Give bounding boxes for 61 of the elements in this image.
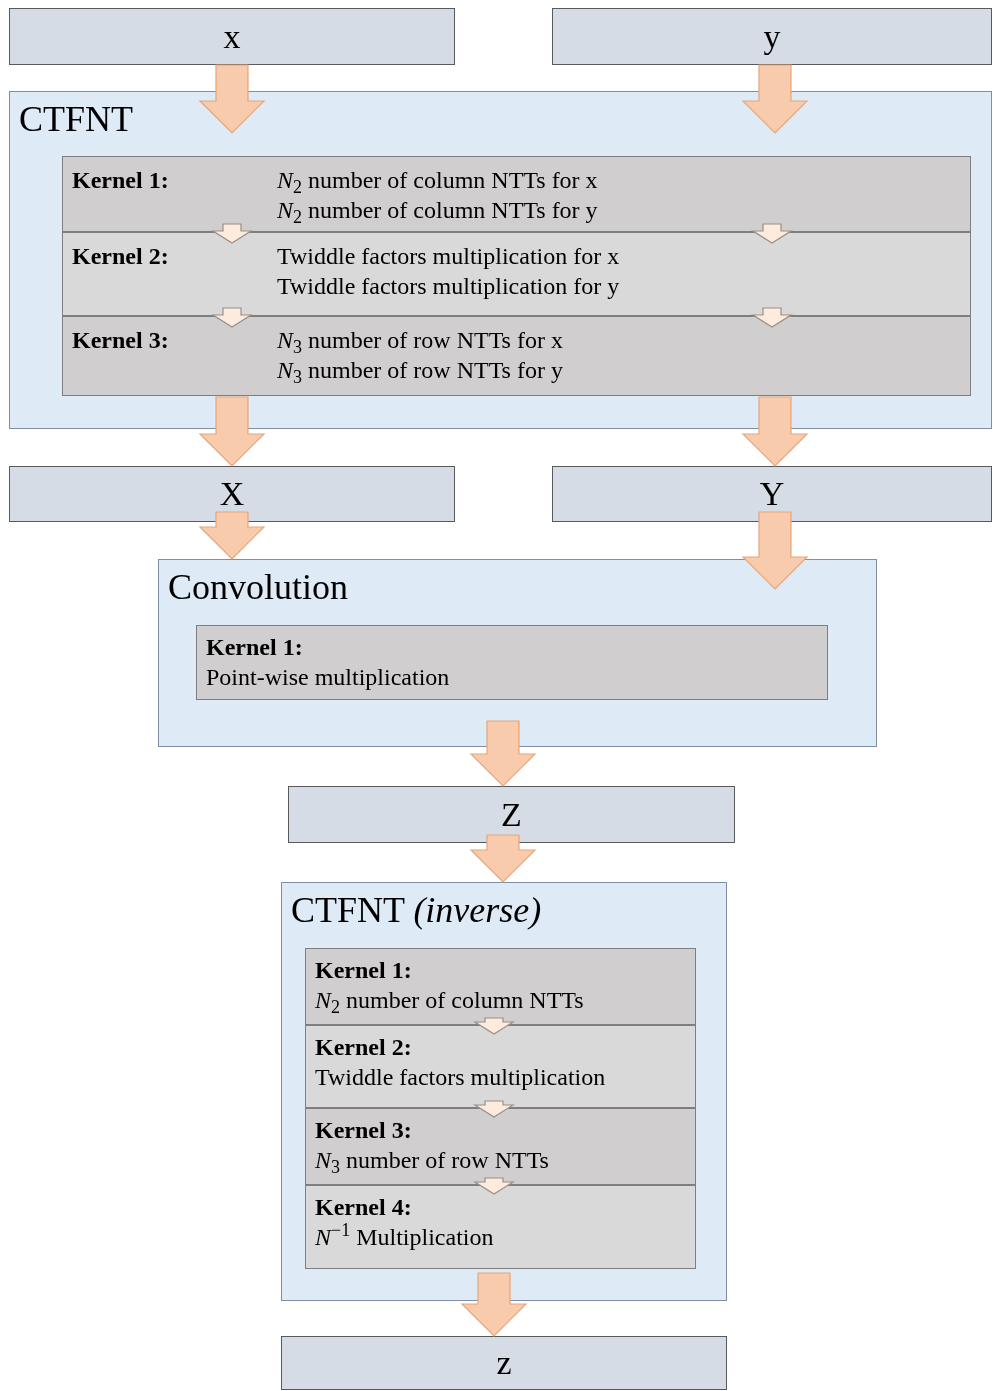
stage-panel — [158, 559, 877, 747]
block-arrow — [472, 1177, 516, 1195]
kernel-label: Kernel 3: — [72, 326, 170, 355]
data-label: x — [223, 19, 241, 54]
kernel-row — [305, 948, 696, 1025]
block-arrow — [472, 1017, 516, 1035]
kernel-row — [62, 232, 971, 316]
block-arrow — [198, 64, 266, 134]
stage-panel — [9, 91, 992, 429]
stage-title: CTFNT (inverse) — [291, 889, 542, 932]
kernel-label: Kernel 4: — [315, 1193, 413, 1222]
block-arrow — [469, 834, 537, 883]
block-arrow — [750, 223, 794, 244]
kernel-description: N$_{3}$ number of row NTTs for x — [277, 326, 563, 355]
kernel-row — [196, 625, 828, 700]
kernel-row — [305, 1108, 696, 1185]
block-arrow — [741, 511, 809, 590]
stage-panel — [281, 882, 727, 1301]
block-arrow — [469, 720, 537, 787]
kernel-description: Twiddle factors multiplication for y — [277, 272, 620, 301]
data-box — [9, 466, 455, 522]
kernel-label: Kernel 2: — [315, 1033, 413, 1062]
data-box — [552, 466, 992, 522]
data-label: Y — [759, 477, 785, 511]
kernel-description: Twiddle factors multiplication for x — [277, 242, 620, 271]
block-arrow — [460, 1272, 528, 1337]
kernel-description: N$_{3}$ number of row NTTs — [315, 1146, 550, 1175]
kernel-description: Point-wise multiplication — [206, 663, 451, 692]
data-box — [9, 8, 455, 65]
block-arrow — [472, 1100, 516, 1118]
kernel-row — [305, 1025, 696, 1108]
stage-title: CTFNT — [19, 98, 133, 141]
data-box — [552, 8, 992, 65]
kernel-label: Kernel 1: — [206, 633, 304, 662]
block-arrow — [198, 396, 266, 467]
block-arrow — [741, 64, 809, 134]
data-label: Z — [501, 797, 522, 832]
data-box — [288, 786, 735, 843]
block-arrow — [210, 307, 254, 328]
kernel-description: N$_{2}$ number of column NTTs for y — [277, 196, 598, 225]
block-arrow — [741, 396, 809, 467]
kernel-description: N$_{3}$ number of row NTTs for y — [277, 356, 563, 385]
kernel-label: Kernel 1: — [72, 166, 170, 195]
stage-title: Convolution — [168, 566, 349, 609]
block-arrow — [210, 223, 254, 244]
data-label: z — [496, 1346, 512, 1380]
data-label: X — [219, 477, 245, 511]
data-label: y — [763, 19, 781, 54]
block-arrow — [750, 307, 794, 328]
kernel-description: Twiddle factors multiplication — [315, 1063, 607, 1092]
kernel-label: Kernel 3: — [315, 1116, 413, 1145]
data-box — [281, 1336, 727, 1390]
kernel-label: Kernel 1: — [315, 956, 413, 985]
kernel-row — [305, 1185, 696, 1269]
kernel-label: Kernel 2: — [72, 242, 170, 271]
kernel-row — [62, 316, 971, 396]
block-arrow — [198, 511, 266, 560]
kernel-row — [62, 156, 971, 232]
kernel-description: N$_{2}$ number of column NTTs for x — [277, 166, 598, 195]
kernel-description: N$^{−1}$ Multiplication — [315, 1222, 495, 1252]
kernel-description: N$_{2}$ number of column NTTs — [315, 986, 585, 1015]
